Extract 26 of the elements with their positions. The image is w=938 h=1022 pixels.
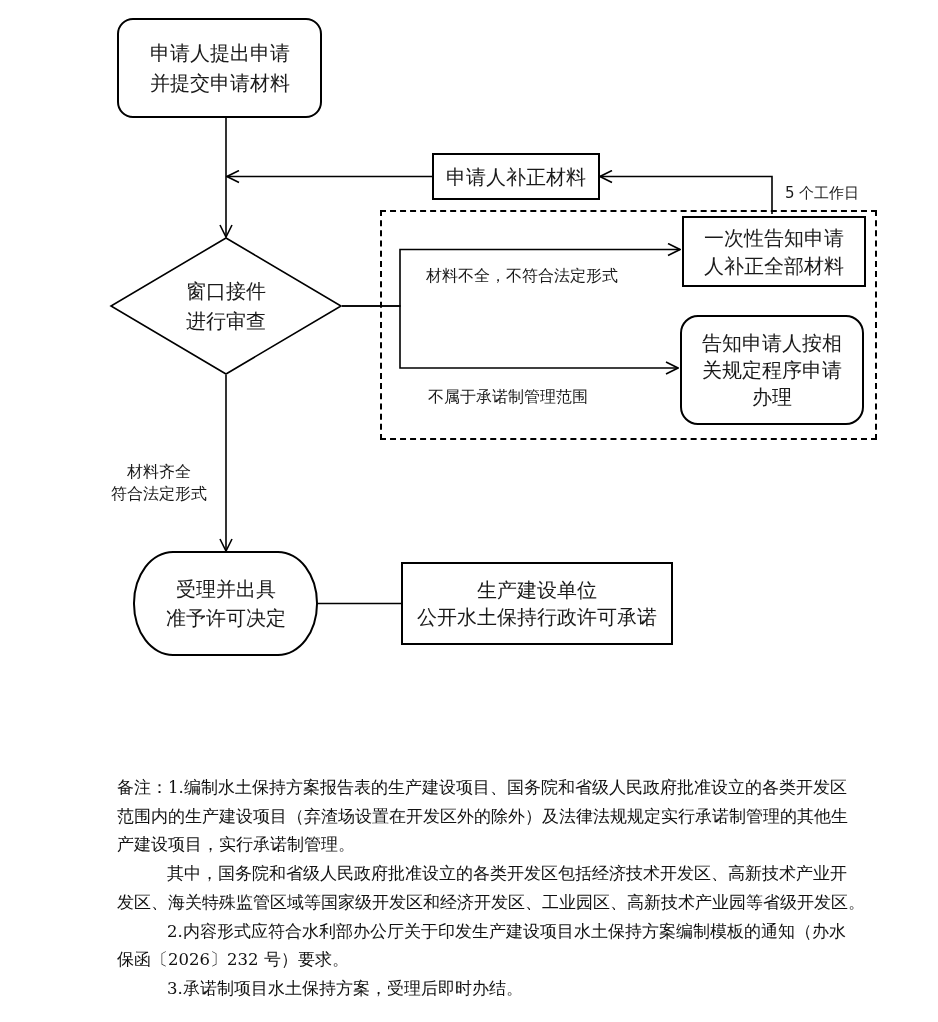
step-text: 告知申请人按相关规定程序申请办理 xyxy=(702,329,842,411)
note-paragraph: 3.承诺制项目水土保持方案，受理后即时办结。 xyxy=(166,977,524,1000)
process-box xyxy=(432,153,600,200)
decision-text: 窗口接件进行审查 xyxy=(186,278,266,335)
step-text: 一次性告知申请人补正全部材料 xyxy=(704,224,844,280)
connector-line xyxy=(317,602,402,605)
step-text: 申请人提出申请并提交申请材料 xyxy=(149,40,290,97)
step-text: 申请人补正材料 xyxy=(446,163,586,191)
step-text: 受理并出具准予许可决定 xyxy=(165,575,286,632)
step-text: 生产建设单位公开水土保持行政许可承诺 xyxy=(417,576,657,631)
edge-label: 不属于承诺制管理范围 xyxy=(426,386,590,408)
edge-label: 材料不全，不符合法定形式 xyxy=(424,265,620,287)
note-paragraph: 2.内容形式应符合水利部办公厅关于印发生产建设项目水土保持方案编制模板的通知（办水保函〔2026〕232 号）要求。 xyxy=(117,920,847,972)
arrow xyxy=(341,305,679,375)
arrow xyxy=(219,117,233,238)
note-paragraph: 其中，国务院和省级人民政府批准设立的各类开发区包括经济技术开发区、高新技术产业开发区、海关特殊监管区域等国家级开发区和经济开发区、工业园区、高新技术产业园等省级开发区。 xyxy=(117,863,865,914)
rounded-process-box xyxy=(117,18,322,118)
rounded-process-box xyxy=(680,315,864,425)
decision-diamond xyxy=(110,237,342,375)
process-box xyxy=(401,562,673,645)
arrow xyxy=(599,169,773,215)
terminal-box xyxy=(133,551,318,656)
note-paragraph: 备注：1.编制水土保持方案报告表的生产建设项目、国务院和省级人民政府批准设立的各类开发区范围内的生产建设项目（弃渣场设置在开发区外的除外）及法律法规规定实行承诺制管理的其他生产建设项目，实行承诺制管理。 xyxy=(117,777,849,857)
arrow xyxy=(219,374,233,552)
process-box xyxy=(682,216,866,287)
arrow xyxy=(226,169,433,184)
